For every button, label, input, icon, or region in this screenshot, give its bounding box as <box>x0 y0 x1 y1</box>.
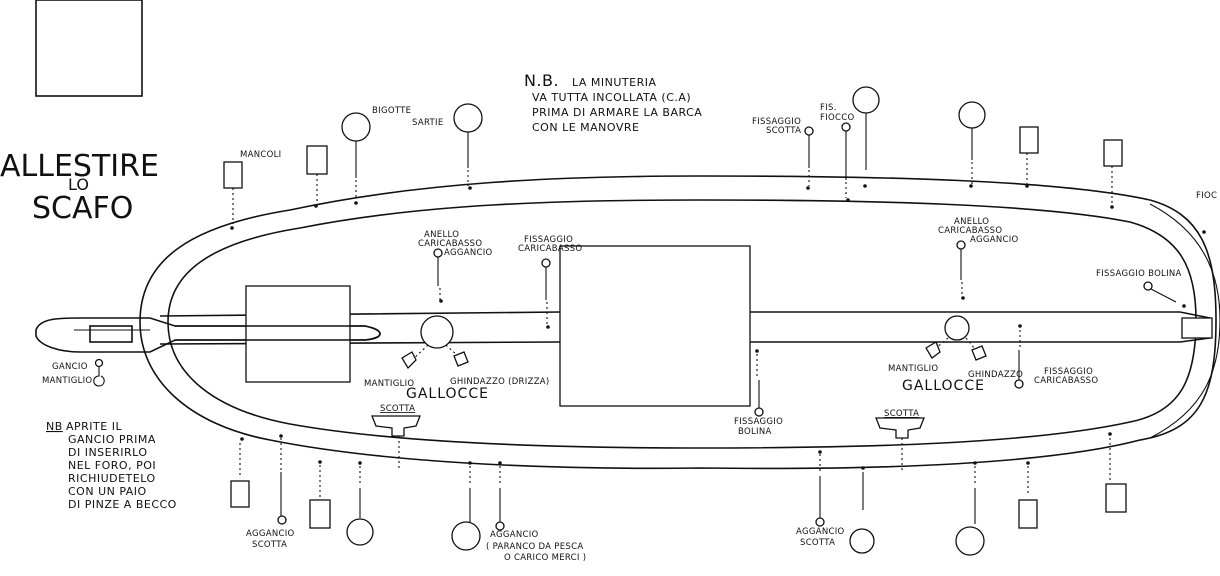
bigotte-bottom <box>346 466 985 556</box>
aggancio-pins-bottom <box>277 438 825 531</box>
pins-mid <box>754 330 1024 417</box>
mast-circle-right <box>944 315 970 341</box>
label-fissaggio-bolina-mid: BOLINA <box>738 427 772 437</box>
blank-box <box>35 0 143 97</box>
hull-stern-rim <box>1149 203 1220 439</box>
label-fissaggio-caricabasso-right: FISSAGGIO <box>1044 367 1093 377</box>
hull-pin-dots <box>230 184 1206 470</box>
label-aggancio-scotta-left: SCOTTA <box>252 540 287 550</box>
label-fissaggio-scotta: SCOTTA <box>766 126 801 136</box>
note-left-line: DI INSERIRLO <box>68 446 148 459</box>
mancolo-piece <box>223 161 243 189</box>
label-aggancio-paranco: AGGANCIO <box>490 530 539 540</box>
gancio-hook <box>93 358 105 387</box>
label-gancio: GANCIO <box>52 362 88 372</box>
note-left-line: CON UN PAIO <box>68 485 147 498</box>
mancolo-piece <box>1019 126 1039 154</box>
note-left-line: NEL FORO, POI <box>68 459 156 472</box>
label-gallocce-right: GALLOCCE <box>902 378 985 394</box>
bigotte-top <box>341 86 986 200</box>
label-mantiglio-right: MANTIGLIO <box>888 364 938 374</box>
hull-inner <box>167 199 1197 449</box>
label-aggancio-paranco: O CARICO MERCI ) <box>504 553 586 563</box>
label-fissaggio-scotta: FISSAGGIO <box>752 117 801 127</box>
anello-pins <box>433 240 1177 326</box>
label-anello-left: AGGANCIO <box>444 248 493 258</box>
label-fissaggio-caricabasso: CARICABASSO <box>518 244 582 254</box>
label-bigotte: BIGOTTE <box>372 106 411 116</box>
label-fiocco-edge: FIOC <box>1196 191 1217 201</box>
title-line3: SCAFO <box>32 191 133 226</box>
label-anello-right: CARICABASSO <box>938 226 1002 236</box>
mast-circle-left <box>420 315 454 349</box>
label-ghindazzo-right: GHINDAZZO <box>968 370 1023 380</box>
label-aggancio-scotta-left: AGGANCIO <box>246 529 295 539</box>
label-sartie: SARTIE <box>412 118 444 128</box>
boom-bottom <box>159 337 1211 345</box>
label-anello-left: CARICABASSO <box>418 239 482 249</box>
note-left-line: RICHIUDETELO <box>68 472 156 485</box>
mancolo-piece <box>1103 139 1123 167</box>
label-anello-left: ANELLO <box>424 230 459 240</box>
note-left-line: GANCIO PRIMA <box>68 433 156 446</box>
note-left-line: APRITE IL <box>66 420 122 433</box>
transom <box>1181 317 1213 339</box>
note-top-line: CON LE MANOVRE <box>532 121 639 134</box>
label-fis-fiocco: FIS. <box>820 103 837 113</box>
label-anello-right: AGGANCIO <box>970 235 1019 245</box>
label-anello-right: ANELLO <box>954 217 989 227</box>
note-left-prefix: NB <box>46 420 63 433</box>
title-line2: LO <box>68 175 89 194</box>
label-fissaggio-bolina-right: FISSAGGIO BOLINA <box>1096 269 1182 279</box>
note-top-line: LA MINUTERIA <box>572 76 657 89</box>
label-mancoli: MANCOLI <box>240 150 281 160</box>
boom-top <box>159 311 1211 319</box>
label-mantiglio-hook: MANTIGLIO <box>42 376 92 386</box>
central-hatch <box>559 245 751 407</box>
label-gallocce-left: GALLOCCE <box>406 386 489 402</box>
pins-top-right <box>804 122 851 198</box>
label-aggancio-paranco: ( PARANCO DA PESCA <box>486 542 583 552</box>
label-fissaggio-caricabasso-right: CARICABASSO <box>1034 376 1098 386</box>
label-fis-fiocco: FIOCCO <box>820 113 854 123</box>
note-top-line: VA TUTTA INCOLLATA (C.A) <box>532 91 691 104</box>
label-scotta-right: SCOTTA <box>884 409 919 419</box>
mancoli-top <box>223 126 1123 224</box>
note-left-line: DI PINZE A BECCO <box>68 498 177 511</box>
label-aggancio-scotta-right: AGGANCIO <box>796 527 845 537</box>
gallocce-pieces <box>401 337 987 370</box>
label-aggancio-scotta-right: SCOTTA <box>800 538 835 548</box>
bigotta-piece <box>341 112 371 142</box>
note-top-prefix: N.B. <box>524 71 559 90</box>
label-fissaggio-caricabasso: FISSAGGIO <box>524 235 573 245</box>
scotta-blocks <box>371 415 925 472</box>
label-ghindazzo-left: GHINDAZZO (DRIZZA) <box>450 377 550 387</box>
label-scotta-left: SCOTTA <box>380 404 415 414</box>
bigotta-piece <box>852 86 880 114</box>
bigotta-piece <box>958 101 986 129</box>
mancolo-piece <box>306 145 328 175</box>
title-line1: ALLESTIRE <box>0 149 159 184</box>
note-top-line: PRIMA DI ARMARE LA BARCA <box>532 106 702 119</box>
deckhouse-left <box>245 285 351 383</box>
hull-outer <box>139 175 1217 470</box>
bigotta-piece <box>453 103 483 133</box>
bowsprit-slot <box>89 325 133 343</box>
mancoli-bottom <box>230 438 1127 529</box>
label-fissaggio-bolina-mid: FISSAGGIO <box>734 417 783 427</box>
label-mantiglio-left: MANTIGLIO <box>364 379 414 389</box>
